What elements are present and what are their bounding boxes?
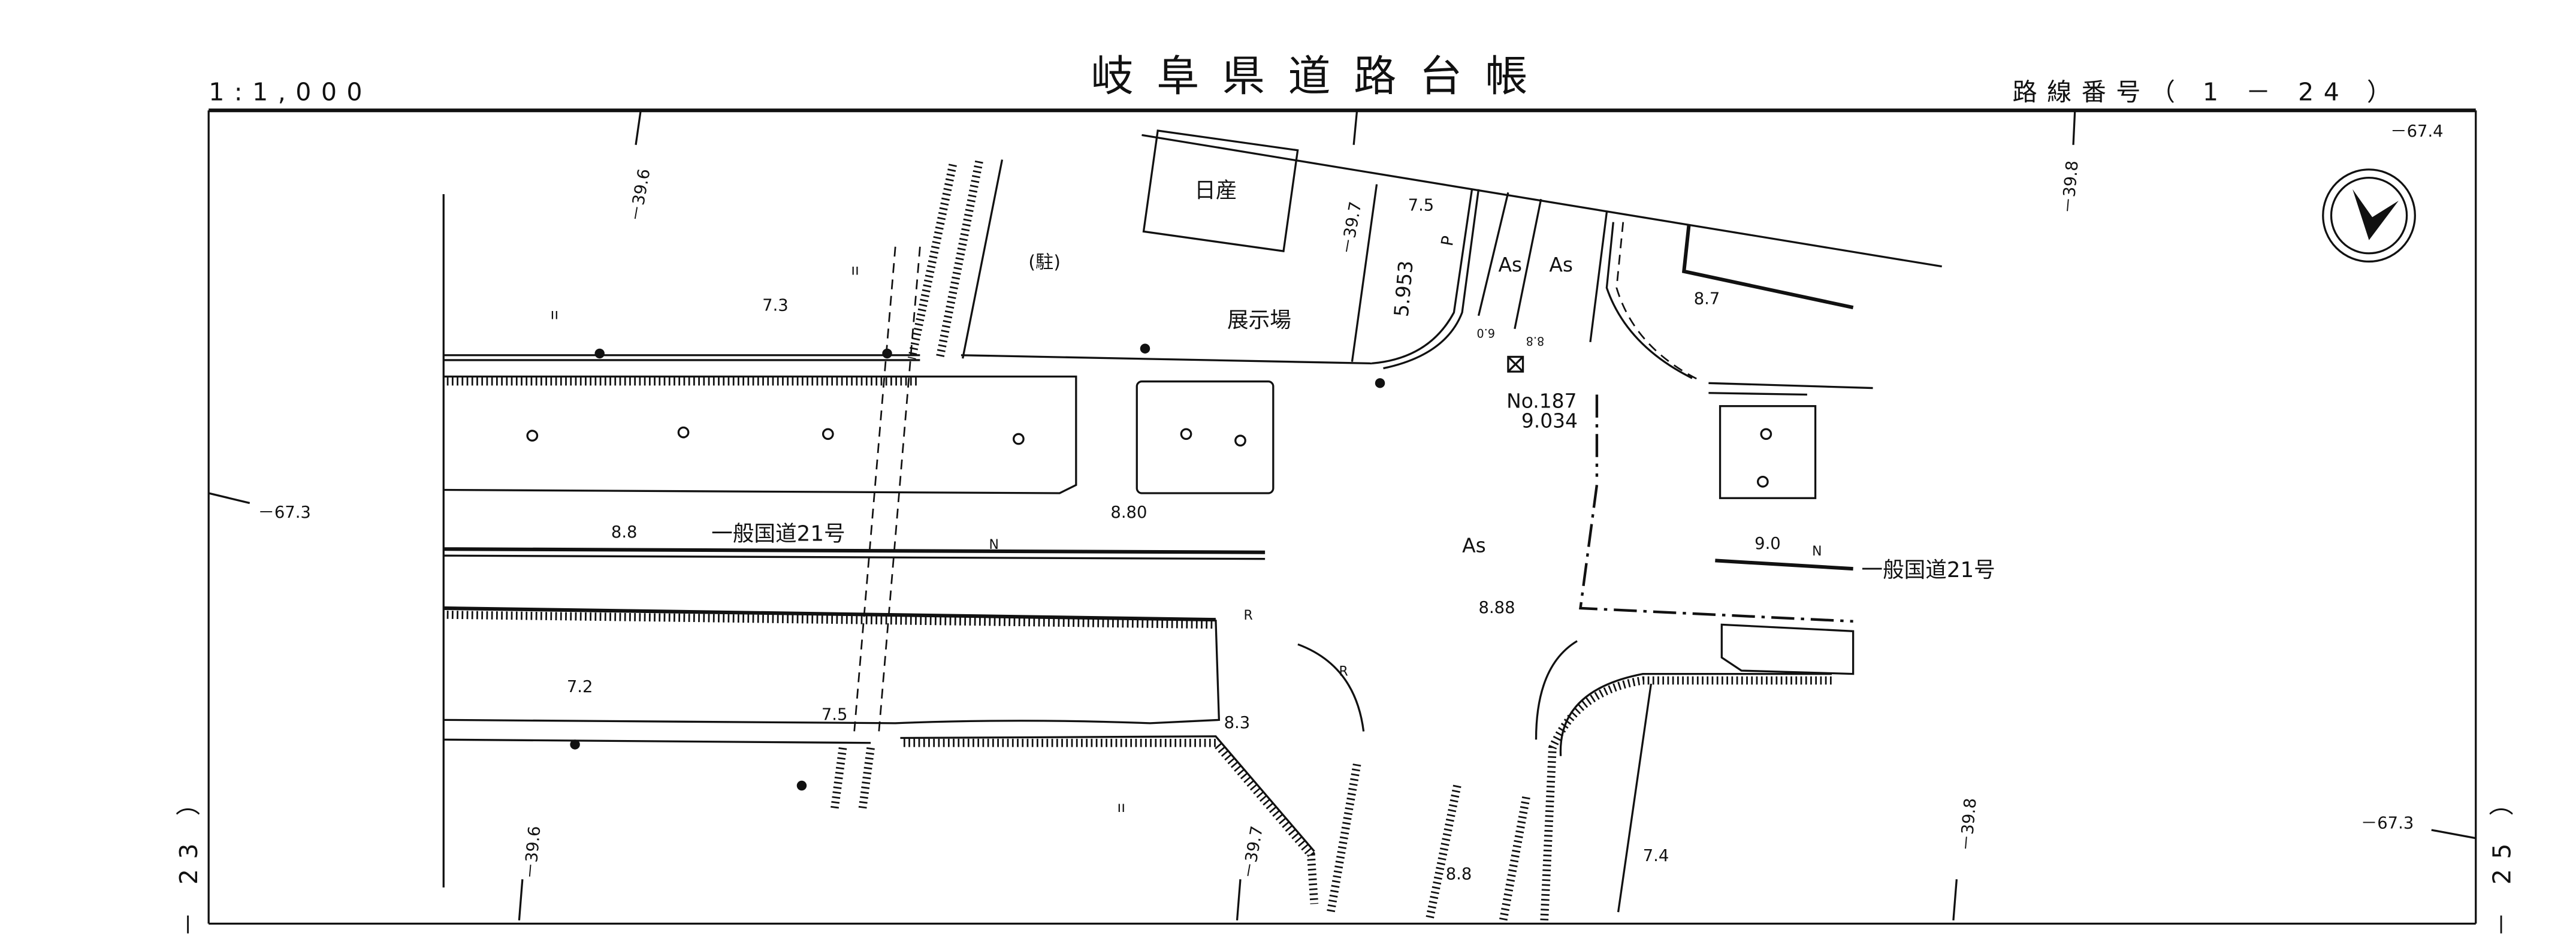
grid-label: －39.7 — [1239, 825, 1267, 880]
sheet-ref-right: － 25 ） — [2487, 781, 2516, 937]
elevation: 8.8 — [1446, 865, 1472, 883]
elevation: 8.7 — [1694, 290, 1720, 309]
grid-label: －67.4 — [2390, 122, 2443, 141]
elevation: 7.5 — [1408, 196, 1435, 215]
map-symbol-n: N — [1812, 544, 1822, 559]
building-nissan: 日産 — [1194, 179, 1237, 203]
elevation: 8.88 — [1479, 599, 1515, 617]
road-name: 一般国道21号 — [1861, 558, 1995, 582]
grid-label: －39.8 — [2059, 160, 2082, 215]
elevation: 8.3 — [1224, 714, 1251, 732]
surface-label: As — [1549, 253, 1573, 276]
north-arrow-icon — [2322, 168, 2416, 263]
map-symbol-n: N — [989, 538, 999, 552]
map-symbol-p: P — [1438, 234, 1458, 247]
grid-label: －39.6 — [627, 167, 654, 222]
showroom-label: 展示場 — [1227, 308, 1291, 333]
elevation: 5.953 — [1390, 259, 1418, 318]
map-symbol-r: R — [1339, 664, 1348, 679]
scale-label: 1:1,000 — [209, 78, 372, 107]
elevation: 7.5 — [822, 705, 848, 724]
elevation: 7.2 — [567, 678, 593, 696]
utility-poles — [570, 343, 1385, 791]
elevation: 9.0 — [1754, 535, 1781, 553]
grid-label: －39.7 — [1338, 200, 1366, 255]
grid-label: －67.3 — [258, 503, 310, 522]
grass-symbol: ıı — [1117, 798, 1125, 816]
benchmark-elev: 9.034 — [1521, 409, 1578, 432]
benchmark-icon — [1507, 355, 1524, 373]
grass-symbol: ıı — [851, 261, 859, 278]
benchmark-id: No.187 — [1506, 389, 1577, 412]
road-outlines — [442, 129, 1942, 922]
elevation: 7.3 — [762, 297, 789, 315]
elevation: 6.0 — [1476, 326, 1495, 340]
elevation: 8.80 — [1110, 503, 1147, 522]
grass-symbol: ıı — [550, 305, 558, 322]
map-title: 岐阜県道路台帳 — [1091, 51, 1551, 101]
elevation: 7.4 — [1643, 847, 1669, 865]
median-markers — [526, 426, 1772, 488]
road-name: 一般国道21号 — [711, 522, 845, 547]
elevation: 8.8 — [1526, 334, 1545, 348]
route-number: 路線番号（ 1 － 24 ） — [2013, 78, 2402, 107]
grid-label: －39.6 — [521, 825, 545, 880]
parking-label: (駐) — [1028, 252, 1061, 273]
grid-ticks — [208, 110, 2477, 920]
grid-label: －67.3 — [2361, 814, 2414, 832]
elevation: 8.8 — [611, 523, 638, 542]
surface-label: As — [1498, 253, 1522, 276]
map-frame — [207, 108, 2477, 925]
grid-label: －39.8 — [1957, 798, 1980, 852]
sheet-ref-left: － 23 ） — [174, 781, 203, 937]
map-symbol-r: R — [1243, 608, 1252, 623]
surface-label: As — [1462, 534, 1486, 557]
